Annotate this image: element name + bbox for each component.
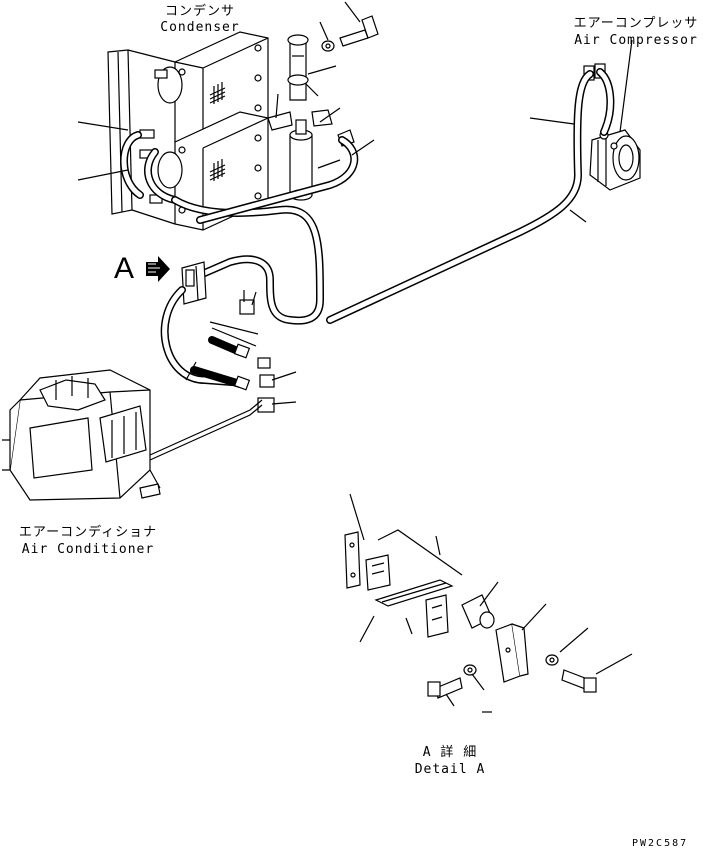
detail-a bbox=[344, 531, 597, 699]
condenser-fins-upper-icon bbox=[209, 82, 226, 104]
drawing-code: PW2C587 bbox=[632, 838, 689, 849]
l-bracket bbox=[495, 623, 529, 683]
compressor-label-jp: エアーコンプレッサ bbox=[573, 16, 699, 31]
condenser bbox=[107, 31, 269, 231]
clamp-block-upper bbox=[365, 554, 391, 591]
leader-lines bbox=[77, 1, 633, 713]
spacer-collar bbox=[461, 594, 495, 629]
hose-clamp-a bbox=[181, 261, 207, 305]
condenser-label-en: Condenser bbox=[160, 20, 240, 35]
detail-washer-right-icon bbox=[545, 654, 559, 666]
bolt-top-icon bbox=[339, 15, 379, 47]
air-conditioner-label-en: Air Conditioner bbox=[21, 542, 155, 557]
bracket-plate bbox=[344, 531, 361, 589]
detail-washer-left-icon bbox=[463, 664, 477, 676]
hose-fittings bbox=[233, 290, 275, 413]
detail-bolt-left-icon bbox=[427, 677, 463, 699]
view-marker-a: A bbox=[114, 252, 135, 285]
compressor-label-en: Air Compressor bbox=[574, 33, 698, 48]
detail-label-en: Detail A bbox=[414, 762, 486, 777]
detail-bolt-right-icon bbox=[561, 669, 597, 693]
condenser-fins-lower-icon bbox=[209, 159, 226, 181]
air-conditioner-unit bbox=[2, 369, 161, 501]
condenser-label-jp: コンデンサ bbox=[164, 4, 235, 19]
view-arrow-icon bbox=[146, 256, 170, 282]
air-compressor bbox=[583, 63, 641, 191]
detail-label-jp: A 詳 細 bbox=[422, 745, 478, 760]
washer-top-icon bbox=[321, 40, 335, 52]
rubber-strip bbox=[374, 579, 454, 607]
clamp-block-lower bbox=[425, 594, 449, 638]
air-conditioner-label-jp: エアーコンディショナ bbox=[18, 525, 158, 540]
